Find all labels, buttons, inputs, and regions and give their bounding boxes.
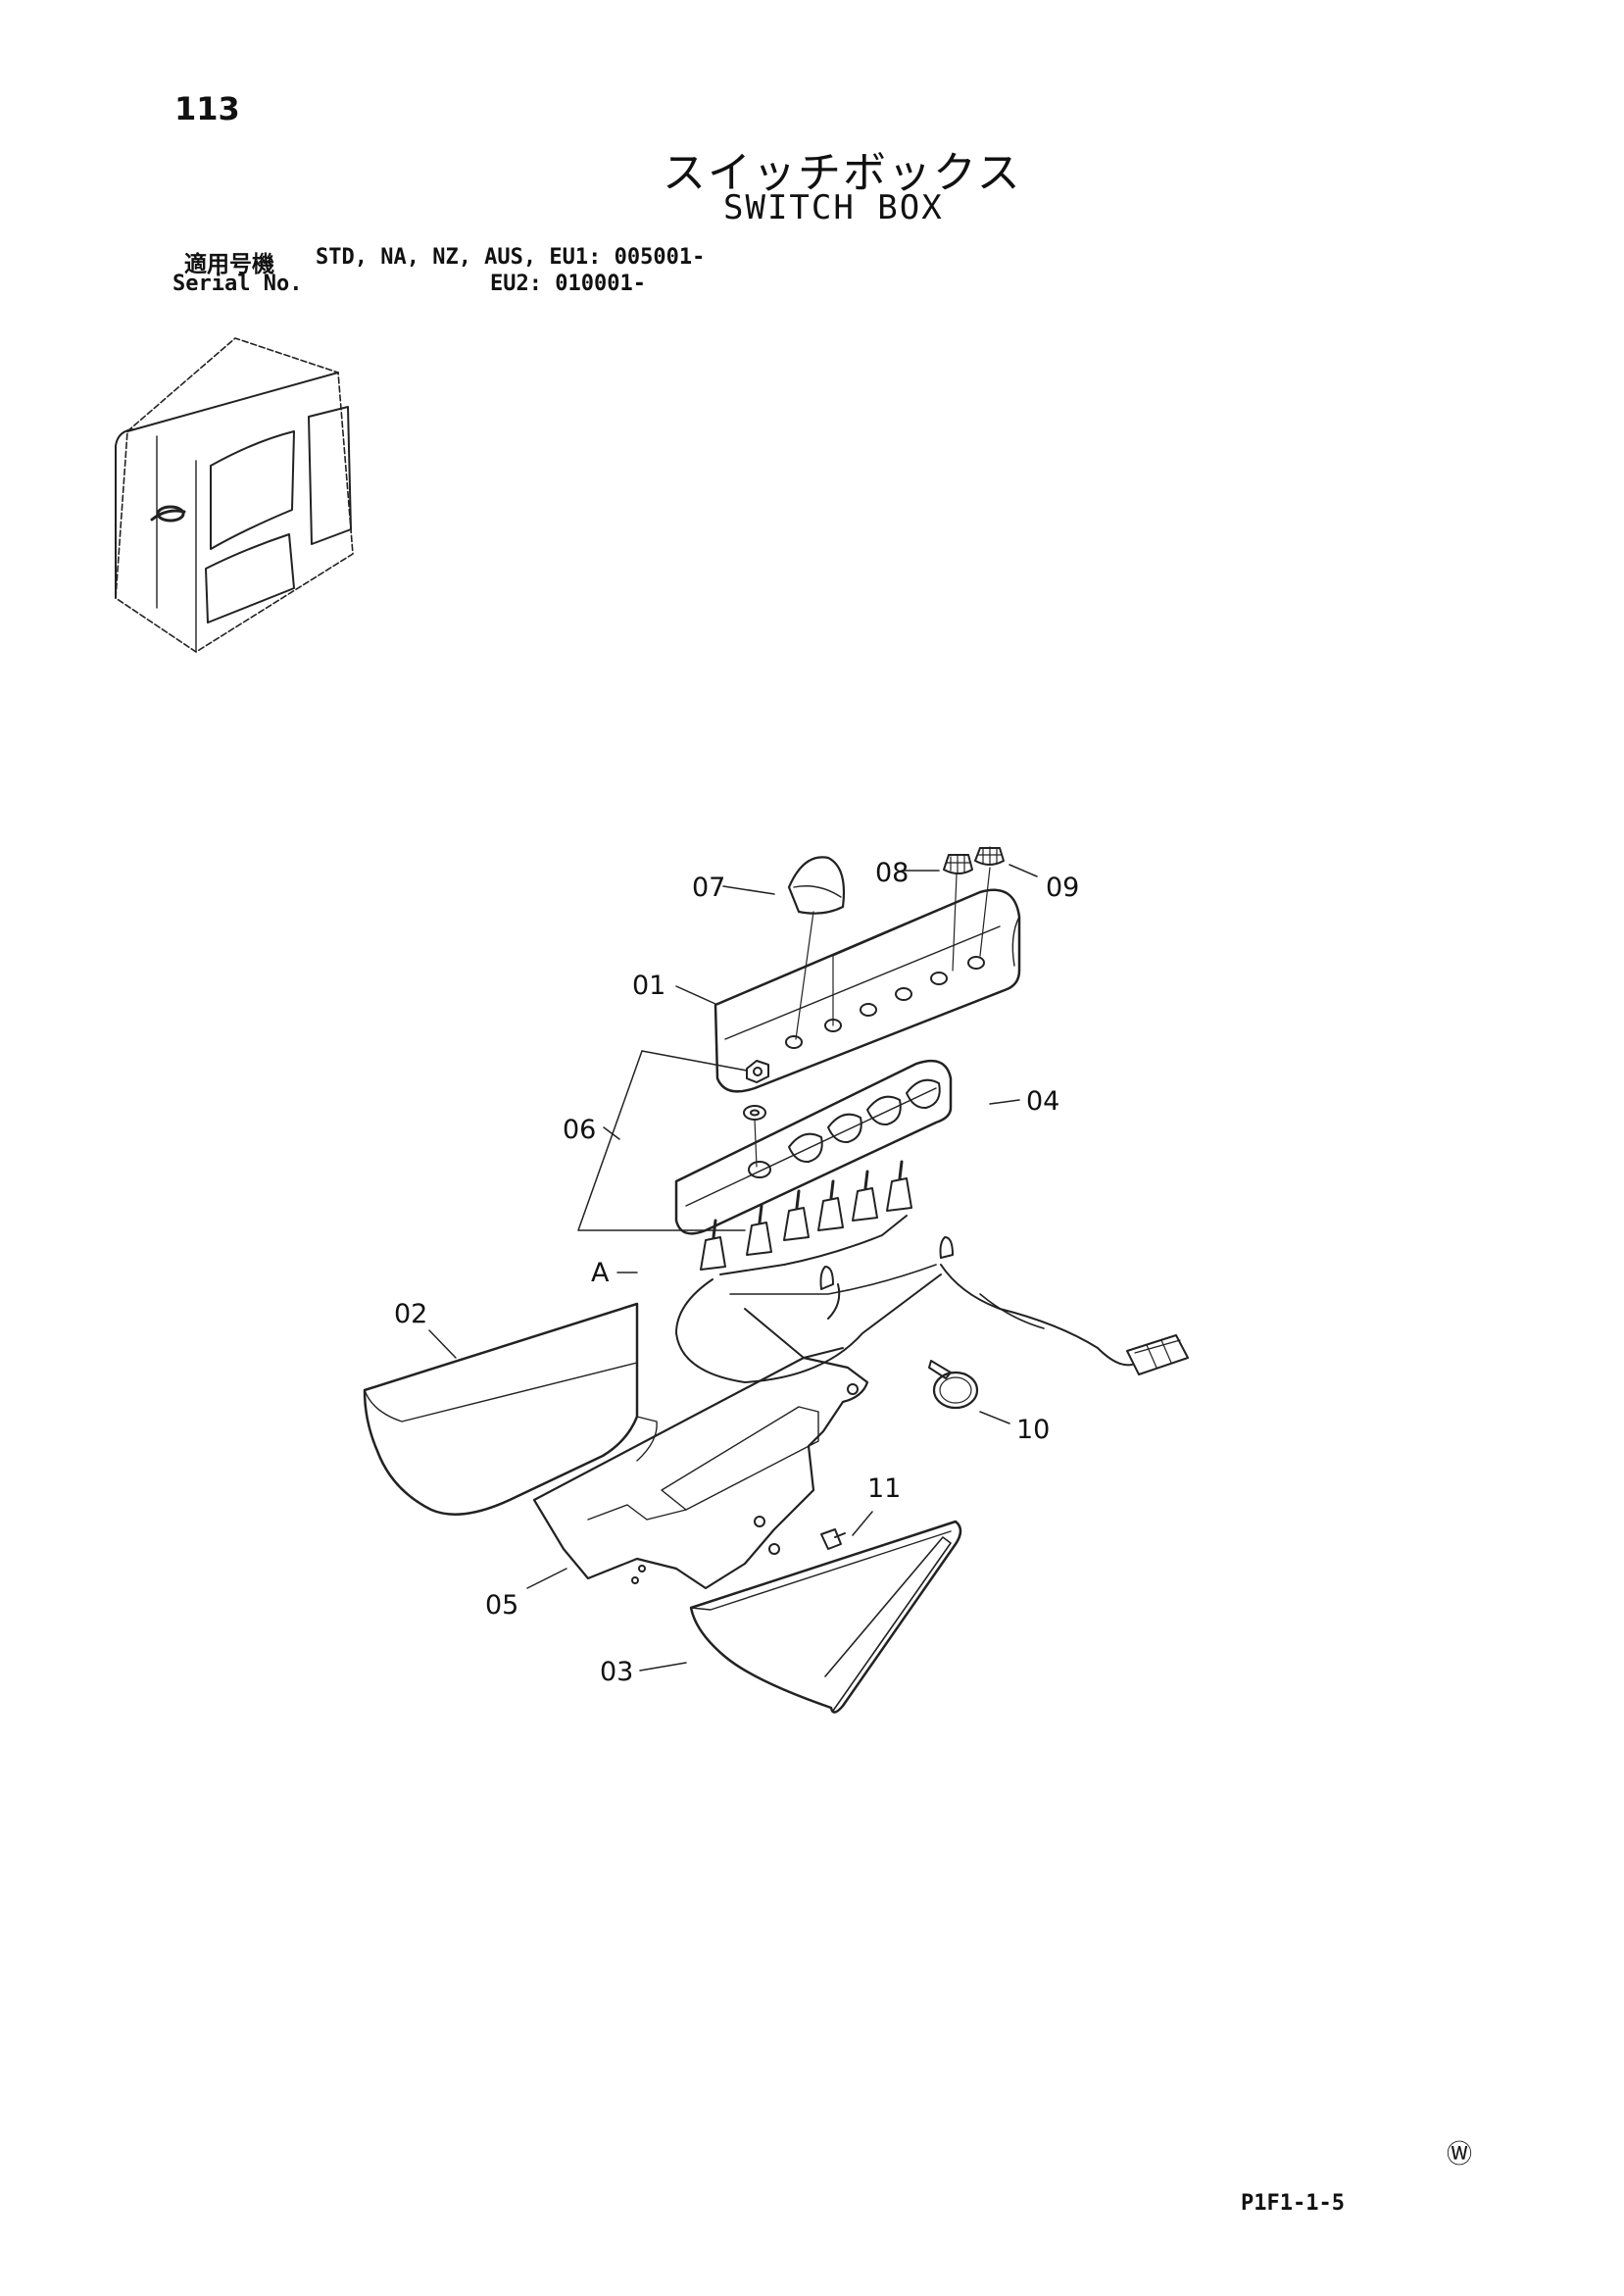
title-english: SWITCH BOX bbox=[723, 188, 944, 227]
cab-locator-drawing bbox=[115, 337, 354, 653]
serial-label-japanese: 適用号機 bbox=[184, 252, 274, 277]
serial-range-1: STD, NA, NZ, AUS, EU1: 005001- bbox=[316, 245, 706, 270]
page-number: 113 bbox=[174, 90, 240, 127]
callout-04: 04 bbox=[1026, 1086, 1060, 1117]
w-mark: Ⓦ bbox=[1447, 2140, 1473, 2170]
callout-01: 01 bbox=[632, 971, 666, 1001]
callout-11: 11 bbox=[867, 1473, 902, 1504]
switch-harness bbox=[675, 1160, 1189, 1383]
callout-07: 07 bbox=[692, 873, 726, 903]
callout-09: 09 bbox=[1046, 873, 1080, 903]
callout-10: 10 bbox=[1016, 1415, 1051, 1445]
reference-code: P1F1-1-5 bbox=[1241, 2191, 1345, 2216]
callout-08: 08 bbox=[875, 858, 910, 888]
leader-lines bbox=[428, 864, 1038, 1672]
part-04-gasket bbox=[674, 1059, 953, 1235]
serial-range-2: EU2: 010001- bbox=[490, 272, 646, 296]
part-10-clamp bbox=[928, 1360, 979, 1410]
callout-06: 06 bbox=[563, 1115, 597, 1145]
callout-02: 02 bbox=[394, 1299, 428, 1329]
part-02-cover bbox=[363, 1302, 658, 1516]
title-japanese: スイッチボックス bbox=[663, 148, 1022, 198]
callout-a: A bbox=[591, 1258, 610, 1288]
part-06-nut-washer bbox=[743, 1060, 769, 1168]
part-08-09-knobs bbox=[943, 846, 1005, 972]
callout-05: 05 bbox=[485, 1590, 519, 1621]
callout-03: 03 bbox=[600, 1657, 634, 1687]
part-11-screw bbox=[820, 1528, 846, 1550]
part-07-knob bbox=[787, 856, 846, 1040]
part-05-bracket bbox=[532, 1356, 869, 1590]
part-03-side-cover bbox=[689, 1520, 962, 1714]
serial-label-english: Serial No. bbox=[172, 272, 303, 296]
